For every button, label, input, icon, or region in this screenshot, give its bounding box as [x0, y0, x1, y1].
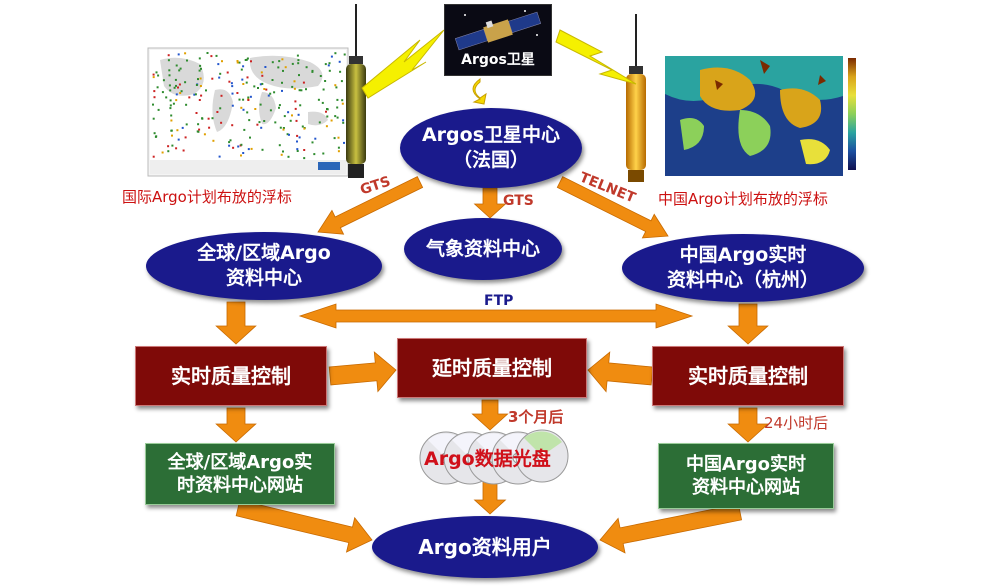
- argo-float-left: [346, 4, 366, 178]
- gts-middle-label: GTS: [503, 193, 534, 209]
- arrow-argos-to-weather: [473, 187, 507, 219]
- arrow-argos-to-china: [556, 176, 669, 239]
- arrow-argos-to-global: [317, 176, 424, 235]
- arrow-ftp-exchange: [298, 303, 694, 329]
- weather-center-node: 气象资料中心: [404, 218, 562, 280]
- downlink-curl: [472, 78, 487, 105]
- argos-center-node: Argos卫星中心 （法国）: [400, 108, 582, 188]
- twenty-four-hours-label: 24小时后: [764, 414, 829, 432]
- arrow-china-to-rtqc: [727, 303, 769, 345]
- arrow-cd-to-users: [473, 477, 507, 515]
- arrow-rtqc-left-to-delayed: [328, 351, 397, 393]
- lightning-right: [555, 29, 637, 85]
- arrow-global-web-to-users: [235, 499, 373, 553]
- arrow-global-to-rtqc: [215, 301, 257, 345]
- argo-float-right: [626, 14, 646, 182]
- delayed-qc: 延时质量控制: [397, 338, 587, 398]
- argos-satellite-image: Argos卫星: [444, 4, 552, 76]
- global-data-center-website: 全球/区域Argo实 时资料中心网站: [145, 443, 335, 505]
- argo-users-node: Argo资料用户: [372, 516, 598, 578]
- arrow-rtqc-left-to-web: [215, 407, 257, 443]
- arrow-china-web-to-users: [599, 503, 743, 554]
- lightning-left: [361, 29, 445, 99]
- arrow-rtqc-right-to-web: [727, 407, 769, 443]
- argo-cd-label: Argo数据光盘: [424, 448, 551, 470]
- ftp-label: FTP: [484, 293, 514, 309]
- arrow-delayed-to-cd: [471, 399, 509, 431]
- map-color-scale: [848, 58, 856, 170]
- right-map-caption: 中国Argo计划布放的浮标: [658, 190, 828, 208]
- realtime-qc-right: 实时质量控制: [652, 346, 844, 406]
- china-data-center-website: 中国Argo实时 资料中心网站: [658, 443, 834, 509]
- satellite-icon: [454, 10, 542, 51]
- global-data-center-node: 全球/区域Argo 资料中心: [146, 232, 382, 300]
- three-months-label: 3个月后: [508, 408, 564, 426]
- realtime-qc-left: 实时质量控制: [135, 346, 327, 406]
- china-data-center-node: 中国Argo实时 资料中心（杭州）: [622, 234, 864, 302]
- left-map-caption: 国际Argo计划布放的浮标: [122, 188, 292, 206]
- satellite-label: Argos卫星: [461, 52, 535, 68]
- china-float-map: [660, 52, 846, 184]
- world-float-map: [147, 47, 349, 177]
- arrow-rtqc-right-to-delayed: [587, 351, 654, 393]
